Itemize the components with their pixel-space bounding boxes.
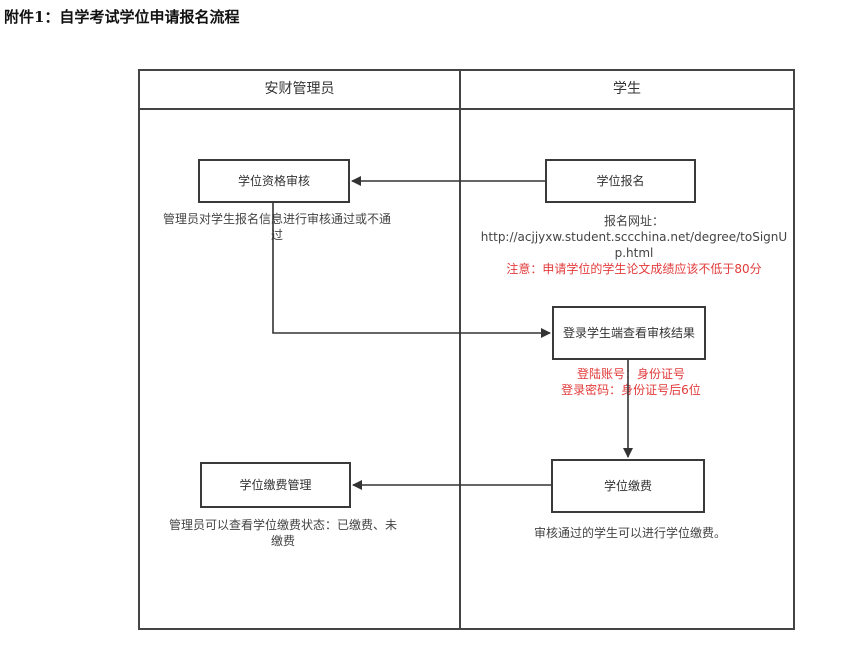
note-registration-url-label: 报名网址： — [603, 214, 664, 228]
note-admin-payment-view: 管理员可以查看学位缴费状态：已缴费、未缴费 — [168, 518, 397, 548]
arrow-review-to-login — [272, 203, 551, 338]
node-degree-payment: 学位缴费 — [551, 459, 705, 513]
node-degree-payment-label: 学位缴费 — [603, 479, 652, 493]
note-registration-warning: 注意：申请学位的学生论文成绩应该不低于80分 — [506, 262, 762, 276]
lane-divider — [459, 69, 461, 630]
node-payment-management-label: 学位缴费管理 — [239, 478, 312, 492]
node-login-check-result-label: 登录学生端查看审核结果 — [562, 326, 695, 340]
node-payment-management: 学位缴费管理 — [200, 462, 351, 508]
note-login-account: 登陆账号：身份证号 — [576, 367, 685, 381]
node-degree-registration-label: 学位报名 — [596, 174, 645, 188]
page-title: 附件1：自学考试学位申请报名流程 — [4, 8, 240, 26]
lane-header-student: 学生 — [613, 81, 641, 97]
lane-header-divider — [138, 108, 795, 110]
note-admin-review: 管理员对学生报名信息进行审核通过或不通过 — [162, 212, 391, 242]
note-payment: 审核通过的学生可以进行学位缴费。 — [533, 526, 726, 540]
node-qualification-review-label: 学位资格审核 — [237, 174, 310, 188]
note-registration-url: http://acjjyxw.student.sccchina.net/degr… — [480, 230, 788, 260]
node-login-check-result: 登录学生端查看审核结果 — [552, 306, 706, 360]
node-qualification-review: 学位资格审核 — [198, 159, 350, 203]
swimlane-frame — [138, 69, 795, 630]
node-degree-registration: 学位报名 — [545, 159, 696, 203]
lane-header-admin: 安财管理员 — [264, 81, 335, 97]
note-login-password: 登录密码：身份证号后6位 — [561, 383, 701, 397]
